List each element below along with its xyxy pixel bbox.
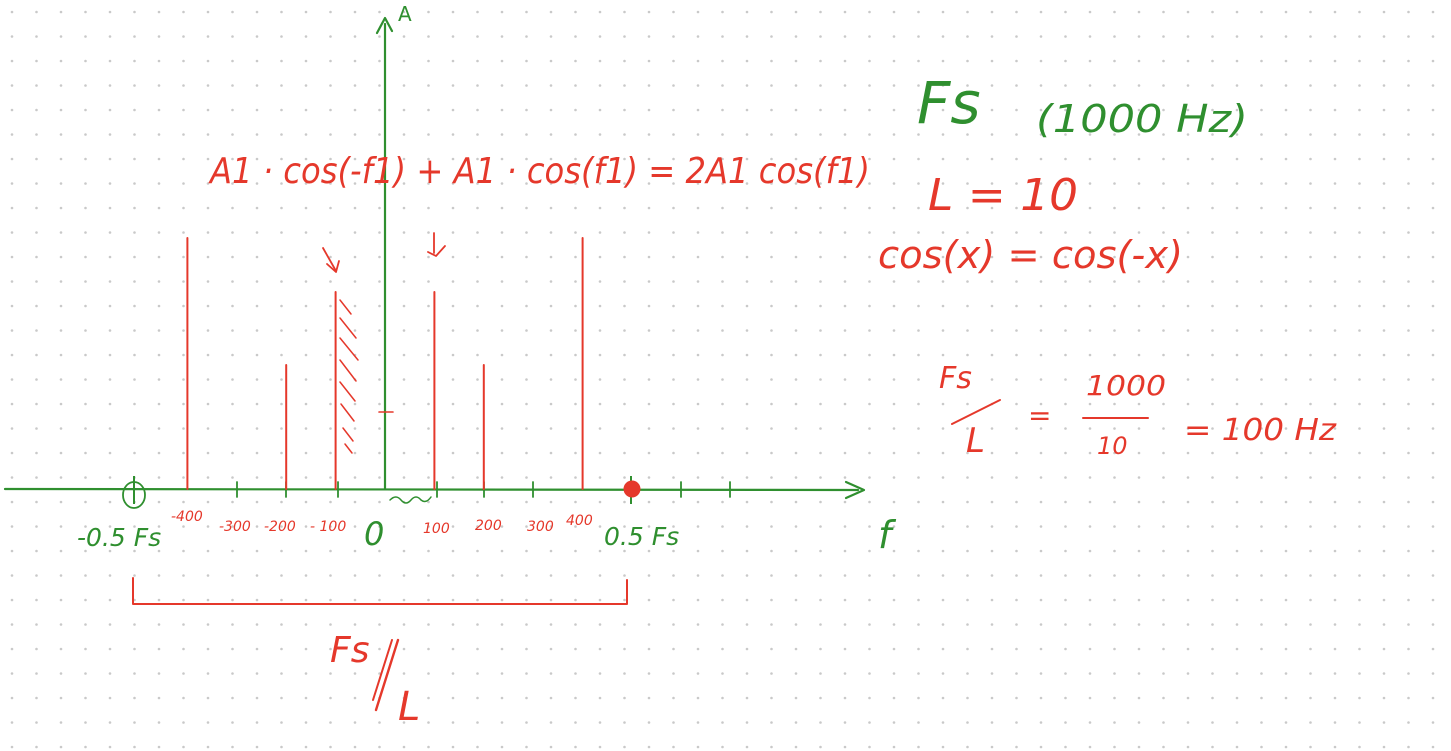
span-label: Fs L <box>330 630 420 730</box>
cos-identity: cos(x) = cos(-x) <box>878 233 1183 277</box>
arrow-to-plus-100 <box>427 232 446 257</box>
amplitude-axis-arrowhead <box>375 16 394 35</box>
half-fs-label: 0.5 Fs <box>604 522 679 551</box>
span-bracket <box>132 577 628 605</box>
ratio-10: 10 <box>1097 432 1128 460</box>
arrow-to-minus-100 <box>322 247 340 273</box>
hatched-band <box>339 299 359 454</box>
spectrum-lines <box>186 237 584 490</box>
ratio-result: = 100 Hz <box>1184 413 1337 448</box>
tick-label-200: 200 <box>475 518 502 534</box>
tick-labels: -400 -300 -200 - 100 100 200 300 400 <box>171 509 593 537</box>
half-fs-dot <box>623 480 641 498</box>
ratio-l: L <box>966 421 985 461</box>
span-label-numerator: Fs <box>330 630 369 671</box>
amplitude-axis-label: A <box>398 2 412 26</box>
cosine-sum-equation: A1 · cos(-f1) + A1 · cos(f1) = 2A1 cos(f… <box>208 151 870 192</box>
ratio-1000: 1000 <box>1086 369 1166 402</box>
span-label-slash-2 <box>372 639 393 701</box>
tick-label-100: 100 <box>423 521 450 537</box>
frequency-axis-line <box>3 487 860 492</box>
span-label-slash <box>374 638 400 712</box>
fs-value: (1000 Hz) <box>1036 97 1248 141</box>
span-label-denominator: L <box>398 684 420 730</box>
origin-squiggle <box>389 496 432 504</box>
ratio-fs: Fs <box>939 361 972 396</box>
tick-label-zero: 0 <box>364 515 384 553</box>
tick-label-minus-400: -400 <box>171 509 203 525</box>
tick-label-300: 300 <box>527 519 554 535</box>
minus-half-fs-label: -0.5 Fs <box>77 523 161 552</box>
ratio-slash <box>951 399 1001 425</box>
ratio-equals: = <box>1028 399 1051 432</box>
tick-label-minus-300: -300 <box>219 519 251 535</box>
tick-label-minus-200: -200 <box>264 519 296 535</box>
ratio-expression: Fs L = 1000 10 = 100 Hz <box>939 361 1337 461</box>
fs-symbol: Fs <box>917 69 981 137</box>
l-equals-10: L = 10 <box>928 170 1078 221</box>
tick-label-minus-100: - 100 <box>310 519 346 535</box>
frequency-axis-arrowhead <box>844 480 866 500</box>
tick-label-400: 400 <box>566 513 593 529</box>
